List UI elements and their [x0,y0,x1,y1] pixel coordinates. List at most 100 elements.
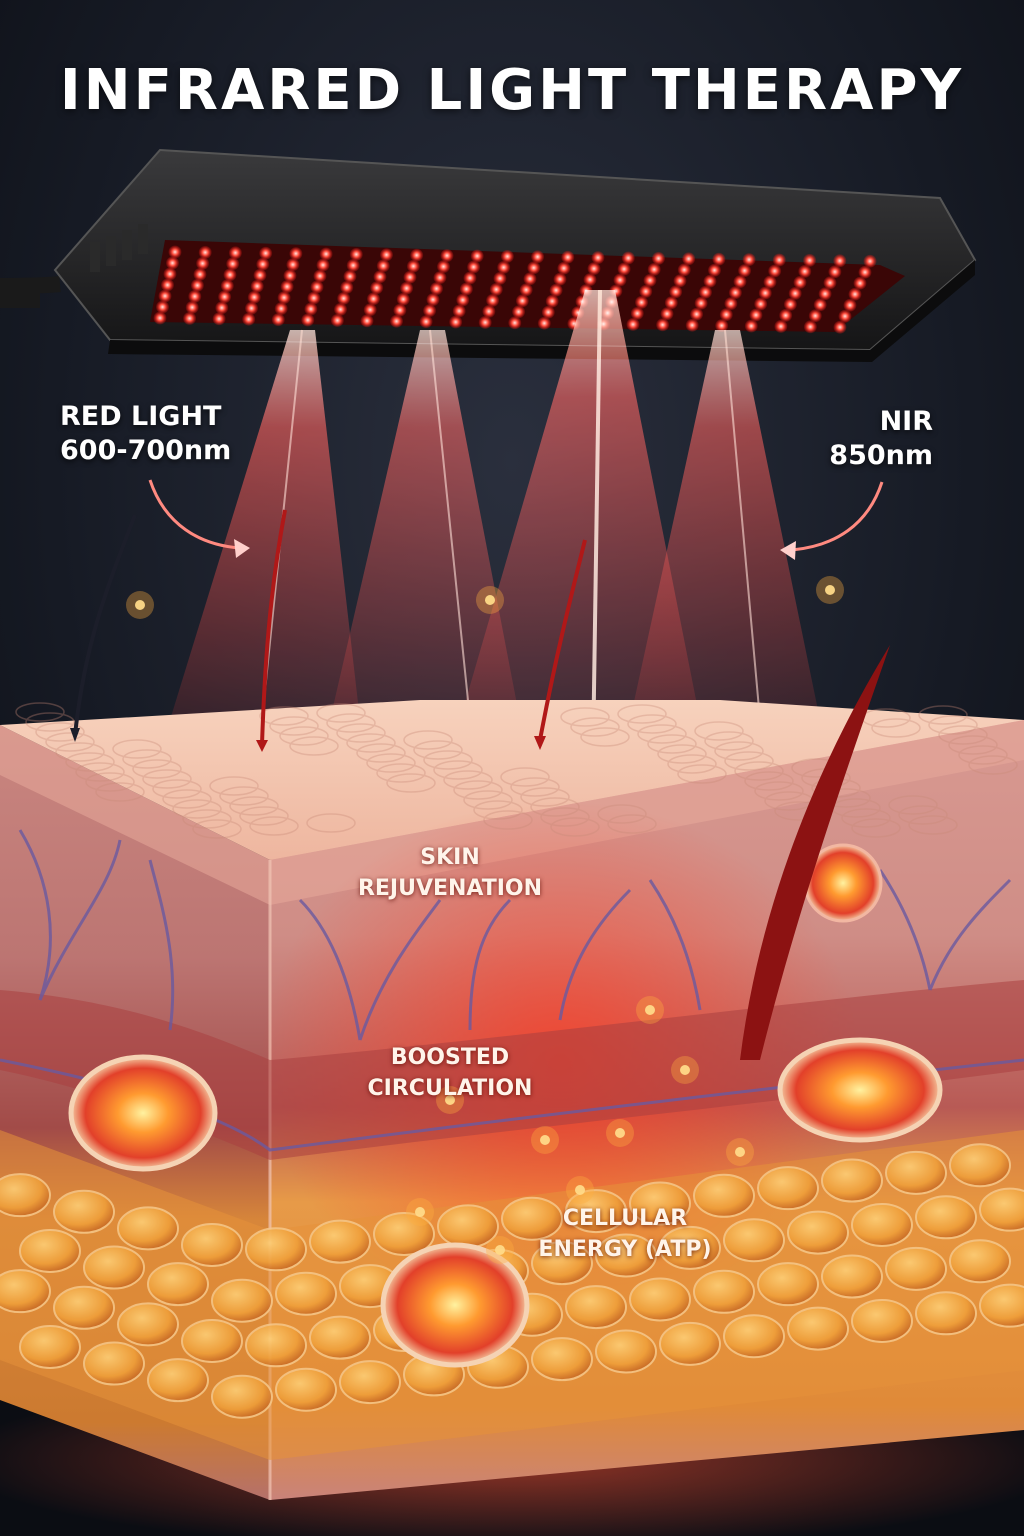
vent-slots [90,224,148,272]
led-dot [635,295,648,309]
fat-cell [979,1187,1024,1232]
led-dot [682,252,696,266]
led-dot [158,289,172,303]
led-dot [545,294,559,308]
sparkle [575,1185,585,1195]
led-dot [346,258,360,272]
led-dot [813,298,827,312]
label-cellular-line2: ENERGY (ATP) [538,1237,712,1262]
led-dot [373,270,387,284]
sparkle [825,585,835,595]
led-dot [838,309,852,323]
led-dot [774,319,788,333]
led-dot [557,261,571,275]
fat-cell [723,1218,785,1263]
sparkle [735,1147,745,1157]
led-dot [247,290,261,304]
fat-cell [595,1233,657,1278]
fat-cell [629,1277,691,1322]
led-dot [763,275,777,289]
led-dot [523,272,537,286]
led-dot [166,256,179,270]
led-dot [286,258,300,272]
led-dot [728,286,742,300]
led-dot [561,250,575,264]
blood-vessel [878,869,932,991]
fat-cell [83,1245,145,1290]
led-dot [271,313,285,327]
label-cellular-line1: CELLULAR [562,1206,688,1231]
led-dot [156,300,169,314]
fat-cell [531,1337,593,1382]
fat-cell [531,1241,593,1286]
fat-cell [915,1291,977,1336]
led-dot [363,303,377,317]
led-dot [486,293,500,307]
led-dot [440,249,454,263]
label-nir-name: NIR [879,406,933,437]
led-dot [470,249,484,263]
label-red-light: RED LIGHT 600-700nm [60,400,231,468]
led-dot [489,282,503,296]
led-dot [803,320,817,334]
led-dot [168,245,182,259]
led-dot [396,292,410,306]
led-dot [519,283,533,297]
led-dot [779,308,793,322]
led-dot [690,307,704,321]
sparkle [495,1245,505,1255]
led-dot [768,264,782,278]
label-circulation-line1: BOOSTED [390,1045,510,1070]
fat-cell [723,1314,785,1359]
led-dot [406,259,420,273]
blood-vessel [468,898,512,1031]
led-dot [242,312,256,326]
led-dot [245,301,258,315]
fat-cell [437,1204,499,1249]
led-dot [744,319,758,333]
fat-cell [309,1315,371,1360]
led-dot [349,247,363,261]
cell-right [777,1037,943,1143]
led-dot [677,263,691,277]
led-dot [749,308,763,322]
led-dot [426,293,440,307]
led-dot [376,259,390,273]
led-dot [733,275,747,289]
fat-cell [19,1324,81,1369]
led-dot [803,253,817,267]
fat-cell [595,1329,657,1374]
led-dot [277,291,291,305]
sparkle [445,1095,455,1105]
led-dot [188,289,202,303]
led-dot [334,302,347,316]
led-dot [330,313,344,327]
fat-cell [979,1283,1024,1328]
fat-cell [117,1302,179,1347]
led-dot [452,304,466,318]
sparkle [485,595,495,605]
led-dot [360,314,374,328]
led-dot [652,251,665,265]
fat-cell [245,1227,307,1272]
label-red-light-name: RED LIGHT [60,401,222,432]
led-dot [437,260,450,274]
fat-cell [53,1189,115,1234]
led-dot [508,316,522,330]
fat-cell [19,1228,81,1273]
led-dot [549,283,563,297]
sparkle [645,1005,655,1015]
blood-vessel [38,839,122,1001]
led-dot [370,281,384,295]
led-dot [843,298,857,312]
led-dot [685,318,699,332]
fat-cell [181,1222,243,1267]
fat-cell [275,1271,337,1316]
skin-block [0,509,1024,1500]
led-dot [419,315,433,329]
fat-cell [147,1358,209,1403]
label-cellular-energy: CELLULAR ENERGY (ATP) [505,1203,745,1265]
led-dot [228,246,242,260]
fat-cell [83,1341,145,1386]
led-dot [161,278,174,292]
